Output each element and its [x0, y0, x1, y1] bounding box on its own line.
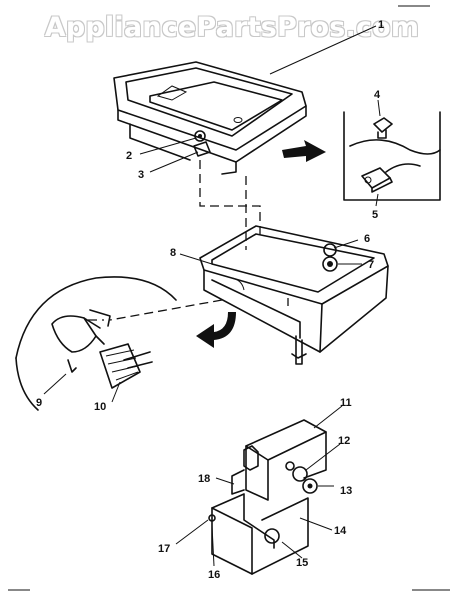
callout-5: 5 — [372, 209, 378, 221]
callout-labels: 1 2 3 4 5 6 7 8 9 10 11 12 13 14 15 16 1… — [36, 19, 384, 581]
part-8-basin — [199, 225, 389, 365]
assembly-lines — [88, 160, 289, 321]
leader-lines — [43, 25, 381, 567]
callout-8: 8 — [170, 247, 176, 259]
margin-marks — [8, 5, 450, 591]
callout-2: 2 — [126, 150, 132, 162]
callout-6: 6 — [364, 233, 370, 245]
callout-12: 12 — [338, 435, 350, 447]
callout-15: 15 — [296, 557, 308, 569]
callout-11: 11 — [340, 397, 352, 409]
inset-detail-9-10 — [15, 276, 177, 411]
arrow-right-icon — [282, 140, 326, 162]
bracket-assembly-11-18 — [208, 419, 327, 575]
callout-4: 4 — [374, 89, 381, 101]
callout-7: 7 — [368, 259, 374, 271]
part-3-clip — [193, 141, 211, 157]
callout-9: 9 — [36, 397, 42, 409]
part-2-screw — [194, 130, 206, 142]
callout-16: 16 — [208, 569, 220, 581]
watermark-text: AppliancePartsPros.com — [44, 12, 420, 43]
callout-14: 14 — [334, 525, 347, 537]
callout-17: 17 — [158, 543, 170, 555]
curved-arrow-icon — [196, 312, 236, 348]
callout-10: 10 — [94, 401, 106, 413]
callout-18: 18 — [198, 473, 210, 485]
callout-13: 13 — [340, 485, 352, 497]
callout-1: 1 — [378, 19, 384, 31]
part-1-frame — [113, 61, 307, 175]
inset-detail-4-5 — [343, 111, 441, 201]
callout-3: 3 — [138, 169, 144, 181]
